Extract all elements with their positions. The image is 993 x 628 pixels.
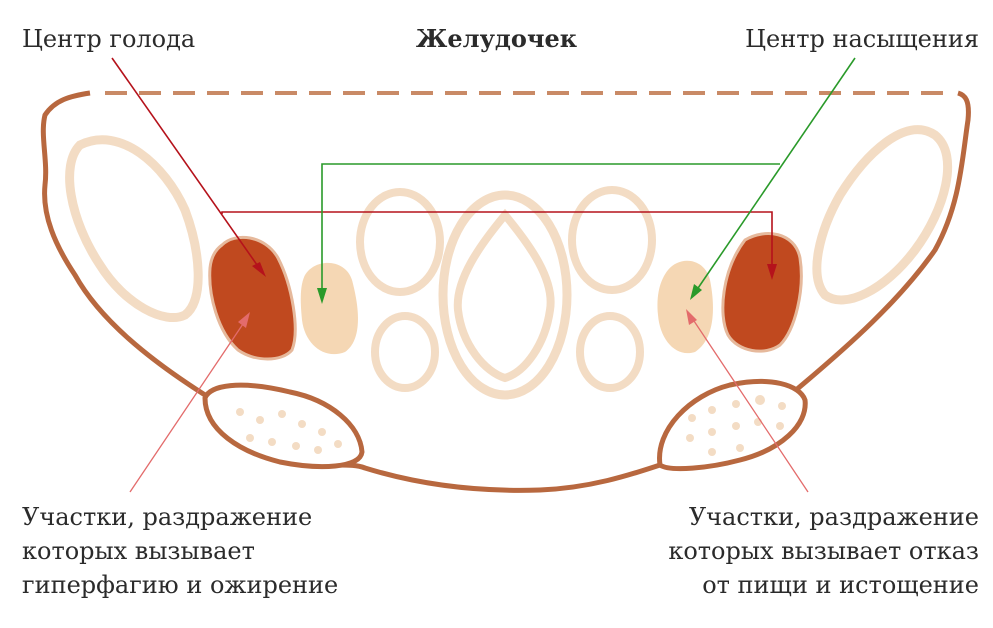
left-lower-ring [371, 312, 439, 392]
hunger-center-label: Центр голода [22, 25, 196, 53]
left-hunger-nucleus [208, 235, 297, 361]
hunger-arrow-head-left [252, 262, 266, 277]
right-hunger-nucleus [721, 232, 803, 353]
right-upper-ring [568, 186, 656, 294]
satiety-center-label: Центр насыщения [745, 25, 979, 53]
central-inner-ring [453, 208, 555, 383]
hunger-arrow-head-right [767, 264, 777, 280]
pointer-head-left [238, 312, 250, 328]
section-outline [40, 90, 971, 493]
left-satiety-nucleus [300, 262, 358, 355]
right-description-line: Участки, раздражение [688, 503, 979, 531]
left-lower-body-dots [236, 408, 342, 454]
satiety-arrow-head-left [317, 288, 327, 304]
left-description-line: которых вызывает [22, 537, 255, 565]
left-description-line: гиперфагию и ожирение [22, 571, 339, 599]
ventricle-title: Желудочек [415, 24, 578, 53]
right-large-pale-structure [812, 125, 953, 305]
right-satiety-nucleus [657, 260, 714, 354]
right-description: Участки, раздражение которых вызывает от… [668, 500, 979, 602]
right-lower-ring [576, 312, 644, 392]
right-description-line: которых вызывает отказ [668, 537, 979, 565]
hunger-arrows [111, 57, 773, 273]
left-upper-ring [356, 188, 444, 296]
left-description: Участки, раздражение которых вызывает ги… [22, 500, 338, 602]
pointer-head-right [686, 309, 697, 325]
right-description-line: от пищи и истощение [702, 571, 979, 599]
satiety-arrows [321, 57, 856, 295]
pointer-lines [129, 314, 809, 493]
left-description-line: Участки, раздражение [22, 503, 313, 531]
satiety-arrow-head-right [690, 284, 702, 300]
central-outer-ring [438, 190, 572, 400]
left-lower-body-outline [202, 382, 365, 470]
left-large-pale-structure [65, 135, 203, 323]
